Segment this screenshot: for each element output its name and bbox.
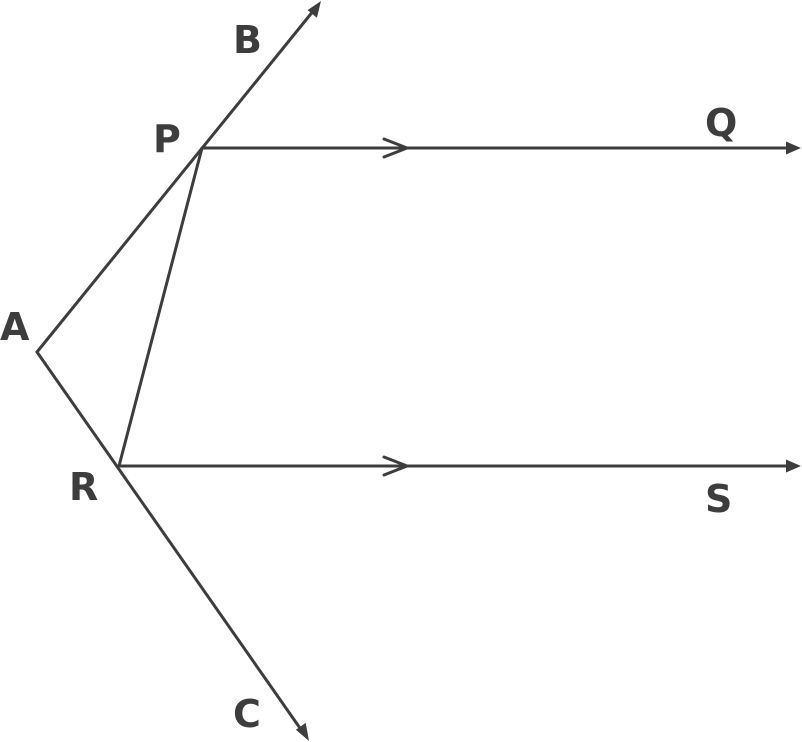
arrowhead-c [295,722,309,741]
arrowhead-s [786,459,801,473]
label-a: A [0,305,30,349]
label-r: R [69,465,98,509]
label-s: S [705,477,732,521]
ray-ac [35,350,304,733]
arrowhead-q [786,141,801,155]
arrowhead-b [307,1,321,18]
segment-pr [117,146,204,468]
parallel-mark-pq [382,137,412,159]
label-b: B [233,18,262,62]
label-q: Q [705,101,737,145]
label-p: P [153,117,181,161]
parallel-mark-rs [382,455,412,477]
label-c: C [233,692,261,736]
ray-ab [35,8,316,354]
